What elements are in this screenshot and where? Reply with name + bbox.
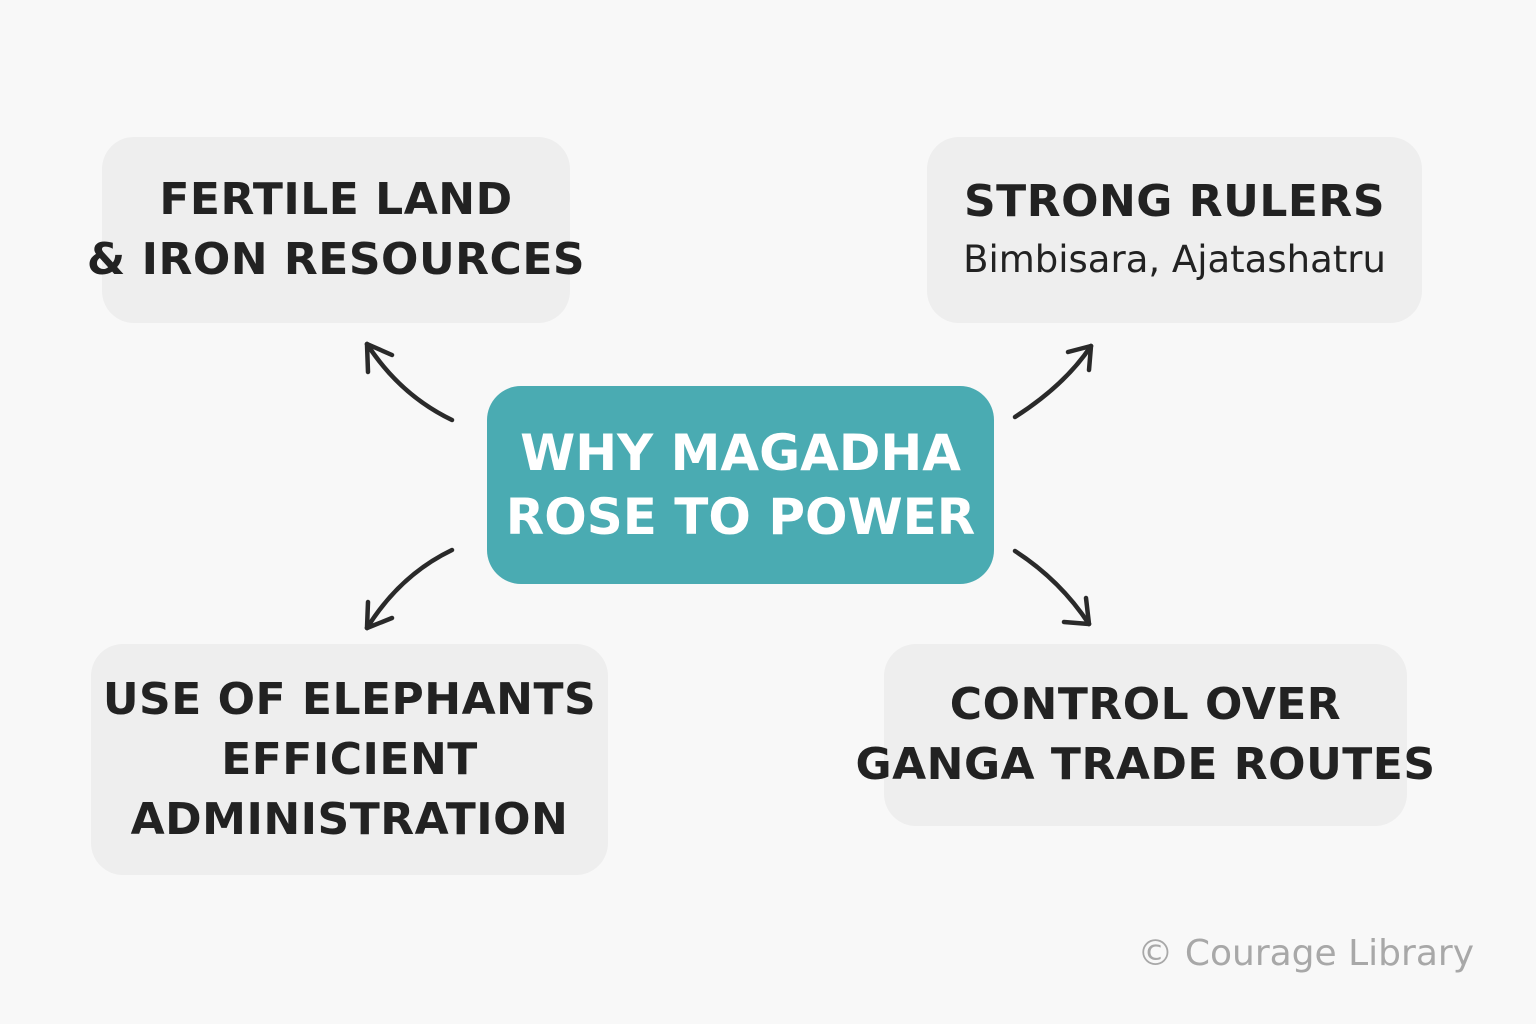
node-ganga-line-2: GANGA TRADE ROUTES [855, 739, 1436, 790]
node-ganga-trade-routes: CONTROL OVER GANGA TRADE ROUTES [855, 644, 1435, 826]
central-topic: WHY MAGADHA ROSE TO POWER [487, 386, 994, 584]
node-elephants-administration: USE OF ELEPHANTS EFFICIENT ADMINISTRATIO… [91, 644, 608, 875]
node-ganga-line-1: CONTROL OVER [949, 679, 1342, 730]
arrow-to-ganga [1012, 548, 1092, 627]
arrow-to-elephants [364, 547, 455, 631]
node-elephants-line-1: USE OF ELEPHANTS [102, 673, 597, 725]
node-strong-rulers: STRONG RULERS Bimbisara, Ajatashatru [927, 137, 1422, 323]
central-topic-line-2: ROSE TO POWER [505, 488, 976, 546]
node-elephants-line-3: ADMINISTRATION [130, 793, 569, 845]
arrow-to-fertile-land [364, 341, 455, 423]
arrow-to-strong-rulers [1012, 343, 1094, 420]
node-fertile-land-line-2: & IRON RESOURCES [86, 234, 586, 285]
node-fertile-land-line-1: FERTILE LAND [159, 174, 513, 225]
node-strong-rulers-title: STRONG RULERS [963, 176, 1386, 227]
watermark-text: © Courage Library [1137, 933, 1474, 974]
node-strong-rulers-subtitle: Bimbisara, Ajatashatru [963, 238, 1386, 281]
node-fertile-land: FERTILE LAND & IRON RESOURCES [87, 137, 585, 323]
node-elephants-line-2: EFFICIENT [221, 733, 478, 785]
central-topic-line-1: WHY MAGADHA [520, 424, 961, 482]
